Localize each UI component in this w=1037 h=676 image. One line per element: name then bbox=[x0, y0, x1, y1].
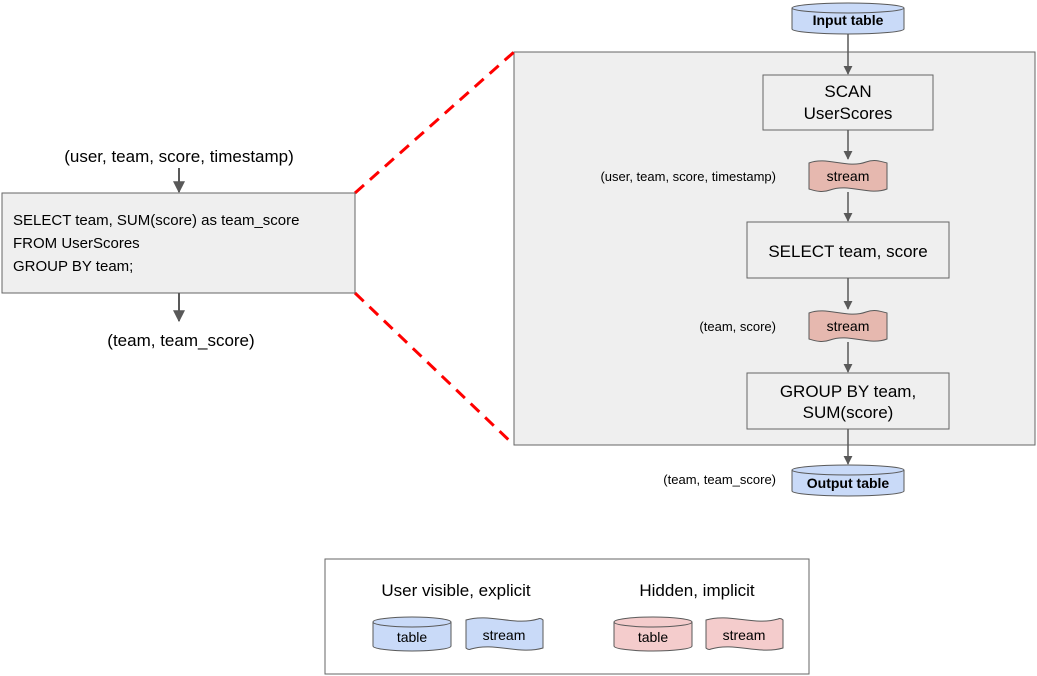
output-table-label: Output table bbox=[807, 475, 890, 491]
input-table-cylinder: Input table bbox=[791, 2, 905, 35]
scan-line-1: SCAN bbox=[824, 82, 871, 101]
query-output-schema: (team, team_score) bbox=[107, 331, 254, 350]
group-box bbox=[746, 372, 950, 430]
legend-hidden-table-label: table bbox=[638, 629, 669, 645]
legend-hidden-stream: stream bbox=[705, 617, 784, 651]
output-table-cylinder: Output table bbox=[791, 464, 905, 497]
stream-2-flag: stream bbox=[808, 309, 888, 343]
zoom-line-bottom bbox=[353, 291, 516, 447]
input-table-label: Input table bbox=[813, 12, 884, 28]
scan-box bbox=[762, 74, 934, 131]
legend-visible-table: table bbox=[372, 616, 452, 652]
sql-line-3: GROUP BY team; bbox=[13, 258, 133, 275]
output-schema: (team, team_score) bbox=[663, 472, 776, 487]
legend-visible-table-label: table bbox=[397, 629, 428, 645]
query-input-schema: (user, team, score, timestamp) bbox=[64, 147, 294, 166]
legend-visible-stream: stream bbox=[465, 617, 544, 651]
stream-1-label: stream bbox=[827, 168, 870, 184]
group-line-1: GROUP BY team, bbox=[780, 382, 916, 401]
scan-line-2: UserScores bbox=[804, 104, 893, 123]
stream-1-schema: (user, team, score, timestamp) bbox=[600, 169, 776, 184]
legend-hidden-stream-label: stream bbox=[723, 627, 766, 643]
zoom-line-top bbox=[354, 50, 515, 195]
stream-2-schema: (team, score) bbox=[699, 319, 776, 334]
select-label: SELECT team, score bbox=[768, 242, 927, 261]
stream-2-label: stream bbox=[827, 318, 870, 334]
select-box bbox=[746, 221, 950, 279]
legend-box bbox=[324, 558, 810, 675]
sql-box bbox=[1, 192, 356, 294]
legend-visible-title: User visible, explicit bbox=[381, 581, 531, 600]
sql-line-1: SELECT team, SUM(score) as team_score bbox=[13, 212, 299, 229]
stream-1-flag: stream bbox=[808, 159, 888, 193]
sql-line-2: FROM UserScores bbox=[13, 235, 140, 252]
group-line-2: SUM(score) bbox=[803, 403, 894, 422]
legend-visible-stream-label: stream bbox=[483, 627, 526, 643]
legend-hidden-title: Hidden, implicit bbox=[639, 581, 755, 600]
legend-hidden-table: table bbox=[613, 616, 693, 652]
